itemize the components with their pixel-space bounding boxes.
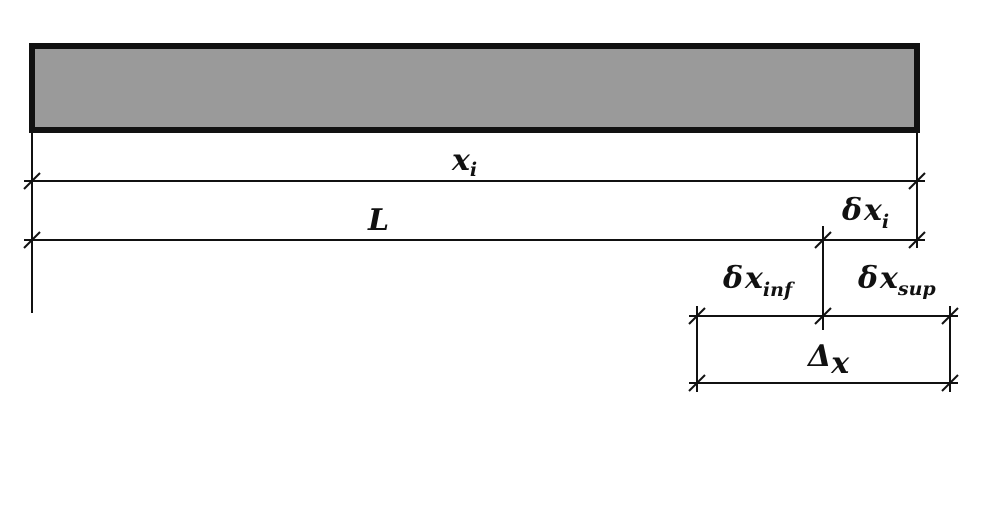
delta-x-sup-symbol: δ: [857, 261, 878, 296]
Delta-x-symbol: Δ: [806, 339, 831, 374]
L-tick-center: [814, 231, 832, 249]
L-tick-right: [908, 231, 926, 249]
xi-tick-right: [908, 172, 926, 190]
L-label: L: [367, 203, 389, 238]
uncertainty-tick-right: [941, 307, 959, 325]
delta-x-sup-label: δxsup: [857, 261, 936, 300]
measured-bar: [29, 43, 920, 133]
Delta-x-label: Δx: [806, 339, 850, 381]
xi-tick-left: [23, 172, 41, 190]
L-tick-left: [23, 231, 41, 249]
delta-xi-label: δxi: [841, 193, 889, 233]
delta-xi-main: x: [863, 193, 883, 228]
delta-x-sup-sub: sup: [897, 278, 937, 300]
delta-x-inf-label: δxinf: [722, 261, 795, 301]
xi-label: xi: [451, 143, 477, 181]
delta-x-inf-main: x: [744, 261, 764, 296]
xi-label-sub: i: [470, 159, 477, 181]
delta-x-inf-symbol: δ: [722, 261, 743, 296]
Delta-x-tick-right: [941, 374, 959, 392]
uncertainty-tick-center: [814, 307, 832, 325]
Delta-x-main: x: [830, 346, 850, 381]
Delta-x-tick-left: [688, 374, 706, 392]
uncertainty-tick-left: [688, 307, 706, 325]
delta-x-inf-sub: inf: [763, 279, 795, 301]
delta-xi-sub: i: [882, 211, 889, 233]
delta-xi-symbol: δ: [841, 193, 862, 228]
delta-x-sup-main: x: [879, 261, 899, 296]
xi-label-main: x: [451, 143, 471, 178]
